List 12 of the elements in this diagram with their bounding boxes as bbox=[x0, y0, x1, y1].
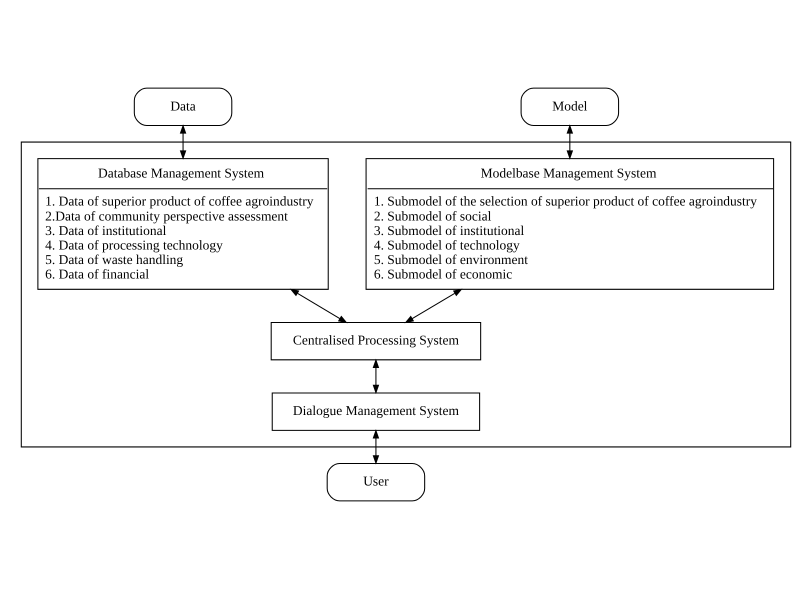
arrow bbox=[180, 124, 186, 160]
cluster bbox=[20, 142, 792, 448]
arrow bbox=[566, 124, 574, 160]
arrow bbox=[372, 358, 380, 394]
node-box: Centralised Processing System bbox=[270, 322, 482, 360]
node-box: Dialogue Management System bbox=[272, 392, 480, 431]
arrow bbox=[404, 288, 463, 324]
arrow bbox=[372, 429, 380, 465]
node-box: Model bbox=[520, 88, 620, 126]
arrow bbox=[290, 288, 348, 324]
node-box: Data bbox=[134, 88, 232, 126]
node-box: User bbox=[326, 463, 426, 502]
